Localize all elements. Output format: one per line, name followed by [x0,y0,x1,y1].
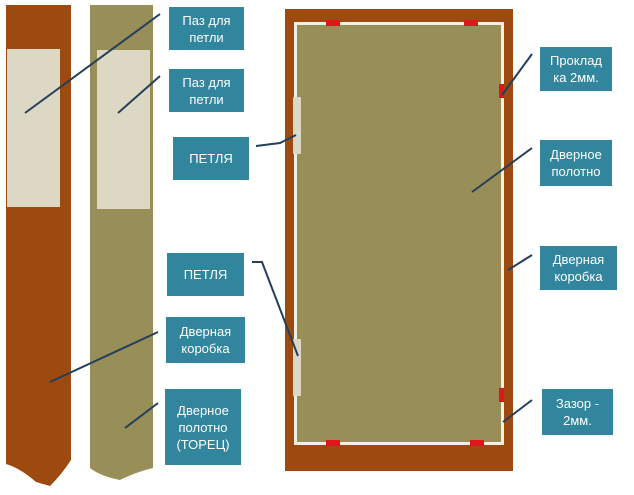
label-gasket: Проклад ка 2мм. [540,47,612,91]
gasket-mark [326,440,340,446]
leader-line [124,402,159,429]
leader-line [501,53,533,96]
door-leaf [297,25,501,442]
gasket-mark [499,84,504,98]
leader-line [24,13,161,114]
gasket-mark [326,20,340,26]
gasket-mark [499,388,504,402]
label-leaf-edge: Дверное полотно (ТОРЕЦ) [165,389,241,465]
label-hinge-bottom: ПЕТЛЯ [167,253,244,296]
leader-line [252,261,299,357]
hinge-slot-leaf [97,50,150,209]
hinge-slot-frame [7,49,60,207]
label-hinge-top: ПЕТЛЯ [173,137,249,180]
label-slot-frame: Паз для петли [169,7,244,50]
label-door-leaf: Дверное полотно [540,140,612,186]
leader-line [117,75,161,114]
label-slot-leaf: Паз для петли [169,69,244,112]
leader-line [502,399,533,423]
leader-line [255,134,297,147]
leader-line [471,147,533,193]
gasket-mark [470,440,484,446]
label-frame-right: Дверная коробка [540,246,617,290]
leader-line [507,254,533,271]
hinge-bottom [293,339,301,396]
label-gap: Зазор - 2мм. [542,389,613,435]
gasket-mark [464,20,478,26]
leader-line [49,331,159,383]
hinge-top [293,97,301,154]
label-frame-left: Дверная коробка [166,317,245,363]
